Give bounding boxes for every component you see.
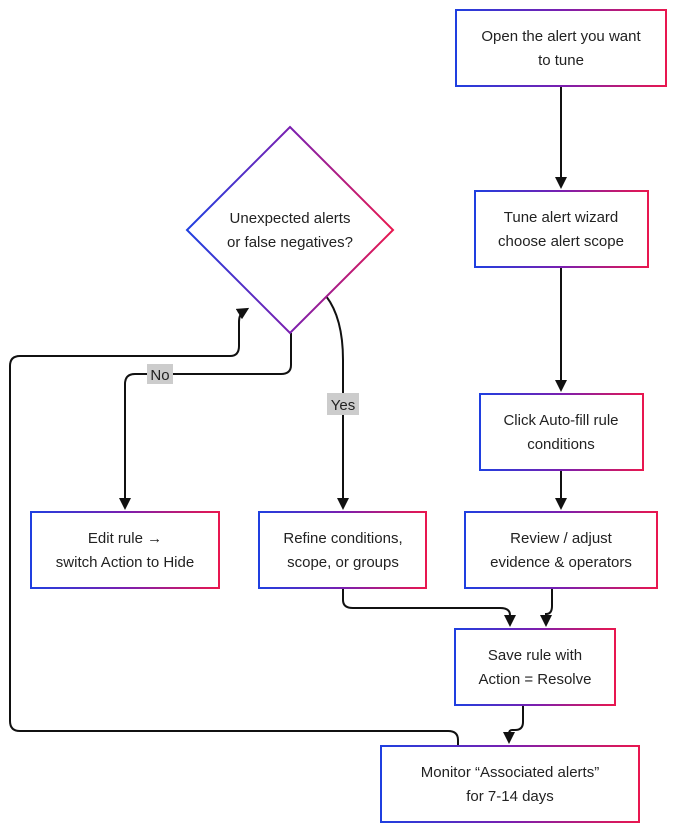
node-auto-fill-line1: Click Auto-fill rule <box>503 412 618 429</box>
node-review-line1: Review / adjust <box>510 530 613 547</box>
edge-label-no: No <box>147 364 173 384</box>
edge-review-to-save <box>540 589 553 627</box>
node-open-alert-line2: to tune <box>538 52 584 69</box>
edge-decision-to-edit <box>119 333 292 510</box>
edge-refine-to-save <box>342 589 516 627</box>
node-open-alert-line1: Open the alert you want <box>481 28 641 45</box>
edge-monitor-to-decision <box>9 307 459 746</box>
node-review-line2: evidence & operators <box>490 554 632 571</box>
node-auto-fill: Click Auto-fill rule conditions <box>479 393 644 471</box>
node-save-rule: Save rule with Action = Resolve <box>454 628 616 706</box>
edge-save-to-monitor <box>503 706 524 744</box>
node-monitor-line2: for 7-14 days <box>466 788 554 805</box>
edge-decision-to-refine <box>325 295 349 510</box>
node-auto-fill-line2: conditions <box>527 436 595 453</box>
edge-label-yes-text: Yes <box>331 397 355 414</box>
node-edit-rule-line1: Edit rule → <box>88 530 162 547</box>
node-tune-wizard: Tune alert wizard choose alert scope <box>474 190 649 268</box>
node-refine-line2: scope, or groups <box>287 554 399 571</box>
node-monitor-line1: Monitor “Associated alerts” <box>421 764 599 781</box>
node-decision: Unexpected alerts or false negatives? <box>185 125 395 335</box>
node-refine-line1: Refine conditions, <box>283 530 402 547</box>
node-tune-wizard-line2: choose alert scope <box>498 233 624 250</box>
edges <box>9 87 567 746</box>
node-review: Review / adjust evidence & operators <box>464 511 658 589</box>
edge-label-no-text: No <box>150 367 169 384</box>
node-tune-wizard-line1: Tune alert wizard <box>504 209 619 226</box>
node-edit-rule: Edit rule → switch Action to Hide <box>30 511 220 589</box>
node-open-alert: Open the alert you want to tune <box>455 9 667 87</box>
node-save-rule-line2: Action = Resolve <box>479 671 592 688</box>
node-monitor: Monitor “Associated alerts” for 7-14 day… <box>380 745 640 823</box>
node-decision-line1: Unexpected alerts <box>230 210 351 227</box>
node-decision-line2: or false negatives? <box>227 234 353 251</box>
node-edit-rule-line2: switch Action to Hide <box>56 554 194 571</box>
edge-label-yes: Yes <box>327 393 359 415</box>
node-save-rule-line1: Save rule with <box>488 647 582 664</box>
node-refine: Refine conditions, scope, or groups <box>258 511 427 589</box>
